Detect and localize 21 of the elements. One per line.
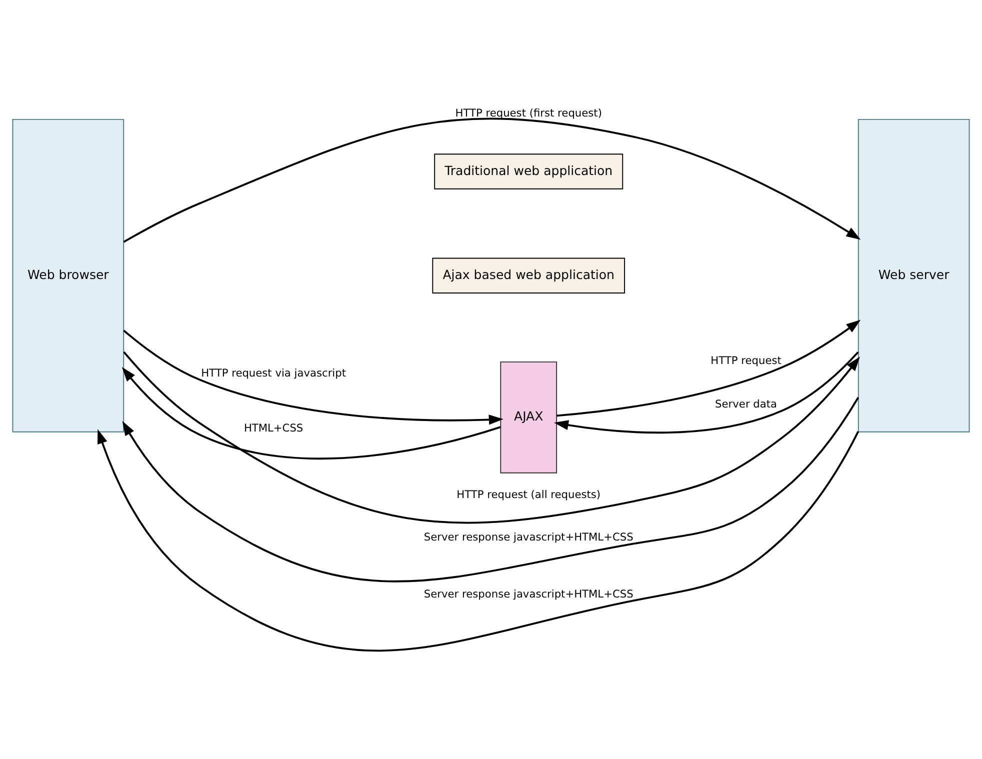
- edge-label: Server response javascript+HTML+CSS: [424, 532, 634, 544]
- arrow: [123, 118, 861, 243]
- arrow: [123, 351, 860, 524]
- arrow: [123, 330, 504, 425]
- edge-label: HTTP request (all requests): [456, 489, 601, 502]
- edge-label: Server data: [715, 398, 778, 411]
- node-box: Traditional web application: [434, 154, 624, 190]
- node-box: Web browser: [12, 118, 124, 432]
- node-box: Ajax based web application: [432, 258, 626, 294]
- edge-label: HTTP request: [710, 355, 782, 368]
- arrow: [122, 396, 860, 582]
- edge-label: HTML+CSS: [244, 422, 304, 435]
- node-box: AJAX: [500, 361, 558, 474]
- arrow: [554, 351, 859, 434]
- edge-label: HTTP request (first request): [455, 107, 602, 120]
- edge-label: Server response javascript+HTML+CSS: [424, 588, 634, 601]
- arrow: [98, 429, 860, 652]
- arrow: [556, 320, 861, 417]
- edge-label: HTTP request via javascript: [201, 368, 346, 380]
- node-box: Web server: [858, 118, 970, 432]
- arrow: [122, 367, 501, 460]
